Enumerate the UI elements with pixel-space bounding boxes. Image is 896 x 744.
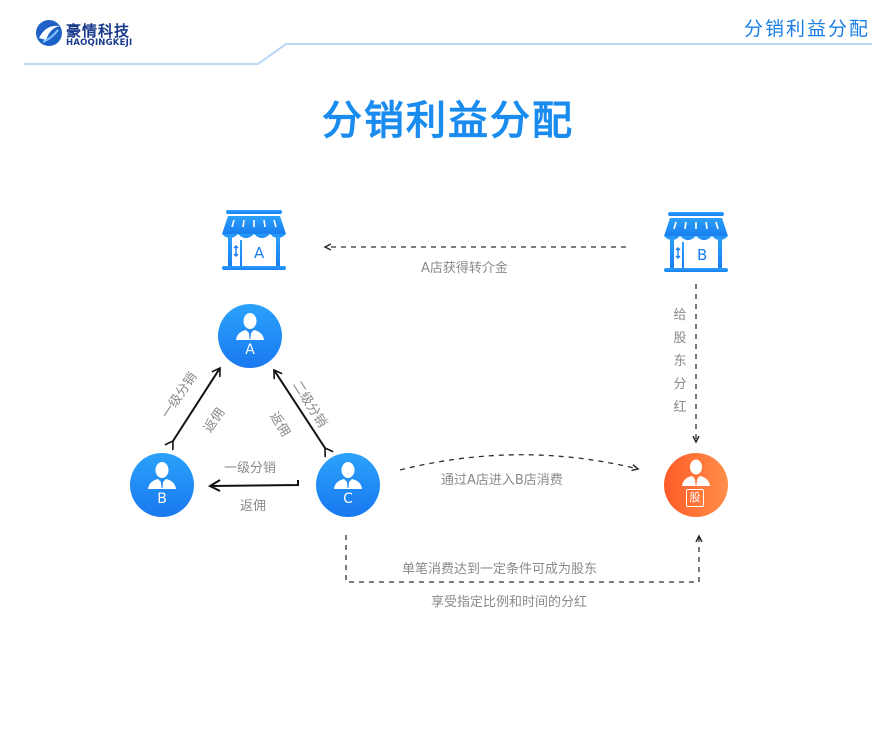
vertical-char: 给 xyxy=(673,308,687,323)
label-c-to-b-shop: 通过A店进入B店消费 xyxy=(441,473,563,488)
shareholder-node: 股 xyxy=(664,453,728,517)
shop-b-storefront-icon xyxy=(664,212,728,272)
node-c-letter: C xyxy=(343,491,353,507)
c-b-arrow xyxy=(209,480,299,487)
shop-a-letter: A xyxy=(254,244,265,262)
c-to-shareholder-arrow xyxy=(399,454,638,470)
shareholder-badge: 股 xyxy=(686,489,704,507)
header-divider-line xyxy=(24,43,872,65)
c-a-arrow xyxy=(273,370,325,448)
c-to-shareholder-bottom-arrow xyxy=(345,535,699,583)
node-a-letter: A xyxy=(245,342,255,358)
shop-a-storefront-icon xyxy=(222,210,286,270)
label-enjoy-dividend: 享受指定比例和时间的分红 xyxy=(431,595,588,610)
user-icon xyxy=(148,462,176,489)
label-become-shareholder: 单笔消费达到一定条件可成为股东 xyxy=(402,562,598,577)
shareholder-icon xyxy=(682,459,710,486)
user-node-b: B xyxy=(130,453,194,517)
b-a-arrow xyxy=(173,368,221,441)
user-icon xyxy=(236,313,264,340)
label-shop-a-commission: A店获得转介金 xyxy=(421,261,508,276)
vertical-char: 东 xyxy=(673,354,687,369)
vertical-char: 分 xyxy=(673,377,687,392)
node-b-letter: B xyxy=(157,491,167,507)
header-page-title: 分销利益分配 xyxy=(743,18,870,40)
label-bc-distribution: 一级分销 xyxy=(224,461,277,476)
logo-text: 豪情科技 xyxy=(66,22,131,40)
user-node-c: C xyxy=(316,453,380,517)
label-bc-rebate: 返佣 xyxy=(240,499,267,514)
user-icon xyxy=(334,462,362,489)
shop-b-letter: B xyxy=(697,246,708,264)
c-b-arrowhead xyxy=(207,479,221,492)
main-title: 分销利益分配 xyxy=(322,98,574,144)
user-node-a: A xyxy=(218,304,282,368)
logo-subtext: HAOQINGKEJI xyxy=(66,38,133,48)
label-shareholder-dividend: 给 股 东 分 红 xyxy=(672,304,688,419)
vertical-char: 股 xyxy=(673,331,687,346)
company-logo-icon xyxy=(36,20,62,46)
vertical-char: 红 xyxy=(673,400,687,415)
